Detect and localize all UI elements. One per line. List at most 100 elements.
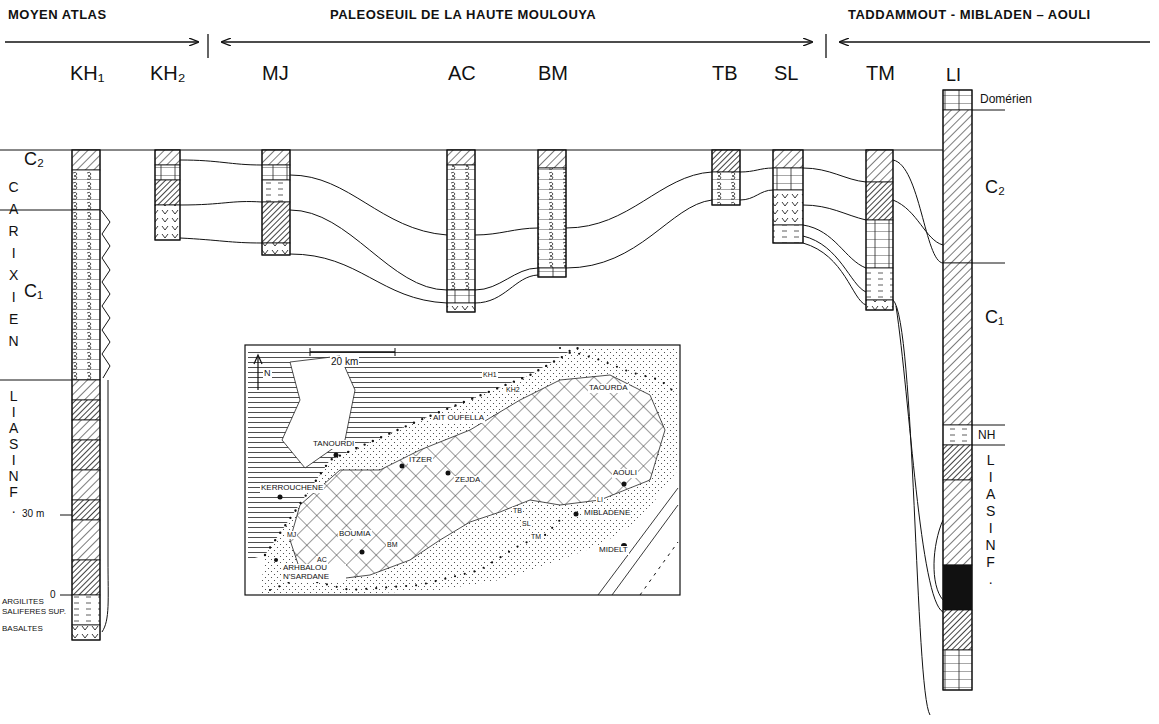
drawing-stroke [180, 238, 262, 243]
place-name: TANOURDI [312, 440, 355, 449]
drawing-stroke [222, 41, 812, 42]
north-label: N [263, 369, 272, 379]
drawing-stroke [538, 150, 566, 168]
drawing-stroke [712, 150, 740, 172]
drawing-stroke [943, 445, 972, 480]
place-name: TAOURDA [588, 384, 629, 393]
region-arrows [5, 34, 1150, 58]
drawing-stroke [207, 34, 208, 58]
place-name: ZEJDA [454, 476, 481, 485]
drawing-stroke [290, 175, 447, 235]
drawing-stroke [943, 610, 972, 650]
drawing-stroke [475, 228, 538, 235]
drawing-stroke [0, 380, 72, 381]
drawing-stroke [475, 268, 538, 290]
drawing-stroke [290, 210, 447, 290]
drawing-stroke [447, 150, 475, 312]
drawing-stroke [360, 550, 365, 555]
drawing-stroke [262, 165, 290, 180]
drawing-stroke [310, 348, 311, 356]
drawing-stroke [866, 150, 893, 310]
place-name: AOULI [612, 469, 638, 478]
drawing-stroke [803, 168, 866, 182]
drawing-stroke [254, 355, 262, 364]
drawing-stroke [155, 165, 180, 180]
drawing-stroke [972, 425, 1005, 426]
place-name: MIDELT [598, 546, 629, 555]
drawing-stroke [943, 90, 972, 110]
drawing-stroke [447, 165, 475, 290]
stage-label: L I A S I N F . [8, 388, 19, 516]
column-name: KH₁ [70, 62, 105, 84]
drawing-stroke [270, 520, 560, 590]
drawing-stroke [866, 300, 893, 310]
map-site: TB [512, 507, 523, 515]
drawing-stroke [972, 263, 1005, 264]
drawing-stroke [278, 495, 283, 500]
drawing-stroke [740, 190, 773, 200]
drawing-stroke [334, 453, 339, 458]
lithology-label: SALIFERES SUP. [2, 608, 66, 617]
drawing-stroke [896, 306, 943, 612]
drawing-stroke [274, 453, 627, 563]
stratigraphic-columns [72, 90, 972, 690]
region-heading: PALEOSEUIL DE LA HAUTE MOULOUYA [330, 8, 596, 22]
map-site: BM [386, 541, 399, 549]
drawing-stroke [622, 482, 627, 487]
drawing-stroke [72, 210, 100, 380]
map-site: AC [316, 556, 328, 564]
drawing-stroke [72, 625, 100, 640]
drawing-stroke [560, 348, 678, 395]
stage-label: C₂ [985, 178, 1005, 198]
place-name: MIBLADENE [583, 509, 631, 518]
drawing-stroke [773, 168, 803, 190]
scale-label: 20 km [330, 356, 359, 367]
drawing-stroke [566, 200, 712, 268]
drawing-stroke [282, 356, 355, 468]
drawing-stroke [446, 471, 451, 476]
drawing-stroke [740, 168, 773, 172]
lithology-label: ARGILITES [2, 598, 44, 607]
drawing-stroke [773, 150, 803, 243]
map-site: LI [596, 496, 604, 504]
column-name: MJ [262, 62, 289, 84]
drawing-stroke [180, 202, 262, 205]
drawing-stroke [538, 150, 566, 277]
map-site: TM [530, 533, 542, 541]
place-name: ARHBALOU N'SARDANE [282, 564, 346, 582]
drawing-stroke [773, 150, 803, 168]
drawing-stroke [447, 303, 475, 312]
scale-label: 30 m [22, 508, 44, 519]
drawing-stroke [72, 150, 100, 640]
drawing-stroke [972, 445, 1005, 446]
drawing-stroke [72, 560, 100, 595]
drawing-stroke [72, 595, 100, 625]
column-name: BM [538, 62, 568, 84]
stage-label: C A R I X I E N [8, 176, 19, 352]
drawing-stroke [943, 90, 972, 690]
drawing-stroke [943, 650, 972, 690]
stage-label: Domérien [980, 93, 1032, 106]
drawing-stroke [972, 110, 1005, 111]
lithology-label: BASALTES [2, 625, 43, 634]
drawing-stroke [262, 150, 290, 255]
drawing-stroke [538, 268, 566, 277]
column-name: TB [712, 62, 738, 84]
drawing-stroke [72, 520, 100, 560]
drawing-stroke [262, 243, 290, 255]
drawing-stroke [72, 380, 100, 400]
column-name: KH₂ [150, 62, 186, 84]
column-name: AC [448, 62, 476, 84]
column-name: LI [946, 66, 961, 86]
drawing-stroke [712, 150, 740, 205]
drawing-stroke [310, 351, 395, 352]
map-site: KH2 [505, 386, 521, 394]
map-site: MJ [286, 531, 297, 539]
drawing-stroke [893, 160, 943, 263]
drawing-stroke [943, 565, 972, 610]
drawing-stroke [274, 558, 278, 562]
inset-map [245, 345, 680, 595]
drawing-stroke [72, 170, 100, 210]
